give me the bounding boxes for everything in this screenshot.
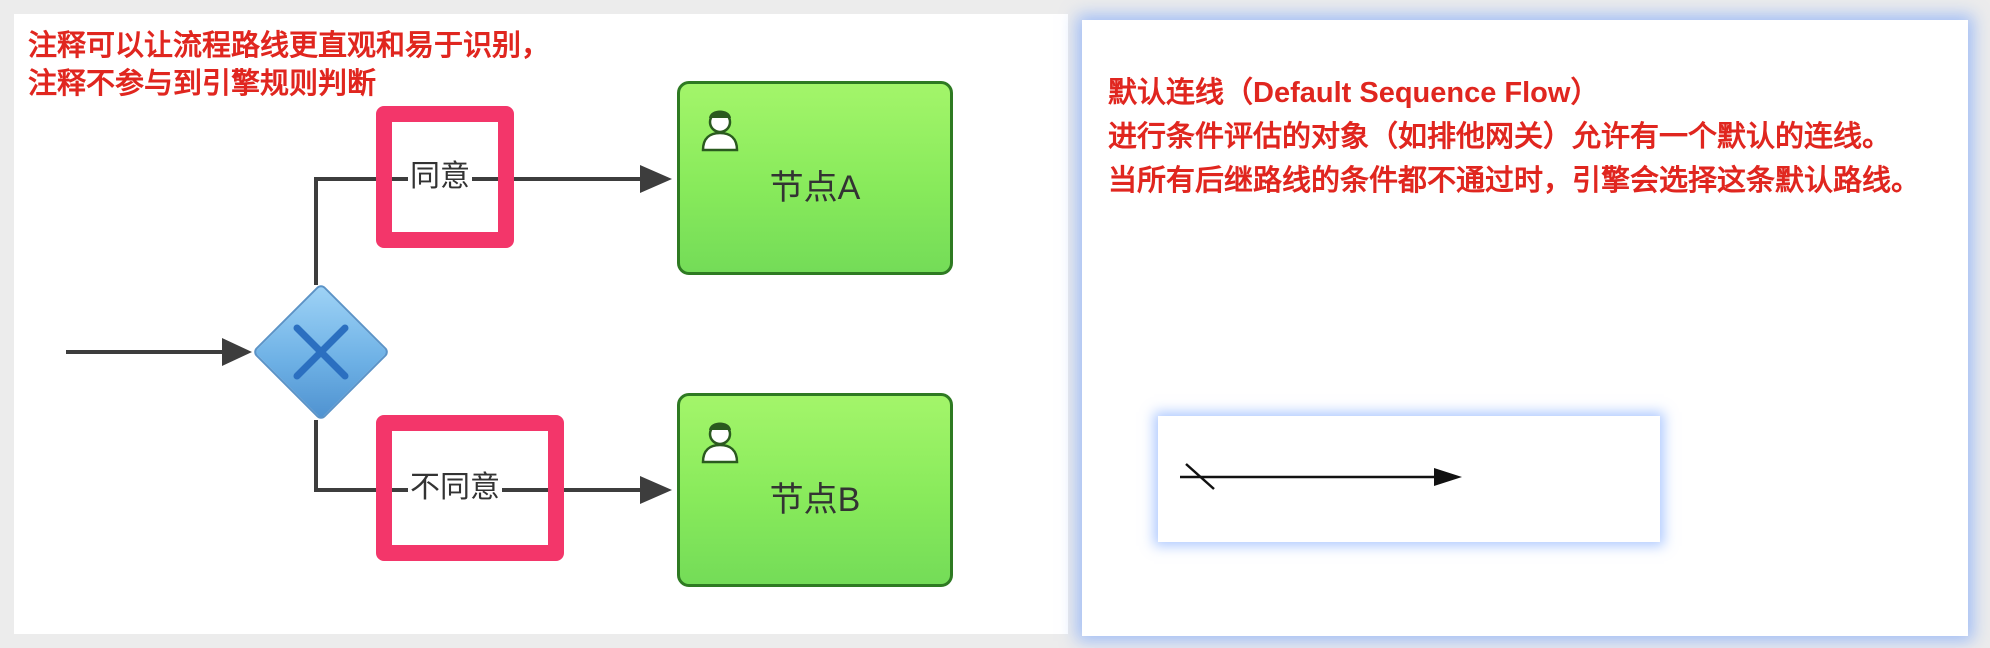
agree-flow-arrowhead: [640, 165, 672, 193]
description-panel: 默认连线（Default Sequence Flow） 进行条件评估的对象（如排…: [1082, 20, 1968, 636]
description-title-cn: 默认连线（: [1108, 75, 1254, 109]
disagree-flow-vertical: [314, 420, 318, 492]
default-flow-legend: [1158, 416, 1660, 542]
disagree-flow-arrowhead: [640, 476, 672, 504]
annotation-line-2: 注释不参与到引擎规则判断: [28, 66, 377, 100]
description-title-en: Default Sequence Flow: [1253, 77, 1571, 109]
default-sequence-flow-icon: [1180, 463, 1462, 490]
task-node-a-name: 节点A: [769, 169, 861, 207]
task-node-a[interactable]: 节点A: [677, 81, 953, 275]
user-icon: [701, 110, 739, 152]
incoming-flow-arrowhead: [222, 338, 252, 366]
description-line-2: 进行条件评估的对象（如排他网关）允许有一个默认的连线。: [1108, 119, 1892, 153]
task-node-b[interactable]: 节点B: [677, 393, 953, 587]
description-line-3: 当所有后继路线的条件都不通过时，引擎会选择这条默认路线。: [1108, 163, 1921, 197]
incoming-flow-line: [66, 350, 234, 354]
disagree-flow-label[interactable]: 不同意: [408, 470, 502, 506]
description-title-end: ）: [1570, 75, 1600, 109]
agree-flow-label[interactable]: 同意: [408, 159, 472, 195]
agree-flow-vertical: [314, 177, 318, 285]
annotation-line-1: 注释可以让流程路线更直观和易于识别，: [28, 28, 551, 62]
task-node-b-name: 节点B: [769, 481, 861, 519]
exclusive-gateway-x-icon: [261, 292, 381, 412]
description-title: 默认连线（Default Sequence Flow）: [1108, 74, 1599, 111]
user-icon: [701, 422, 739, 464]
